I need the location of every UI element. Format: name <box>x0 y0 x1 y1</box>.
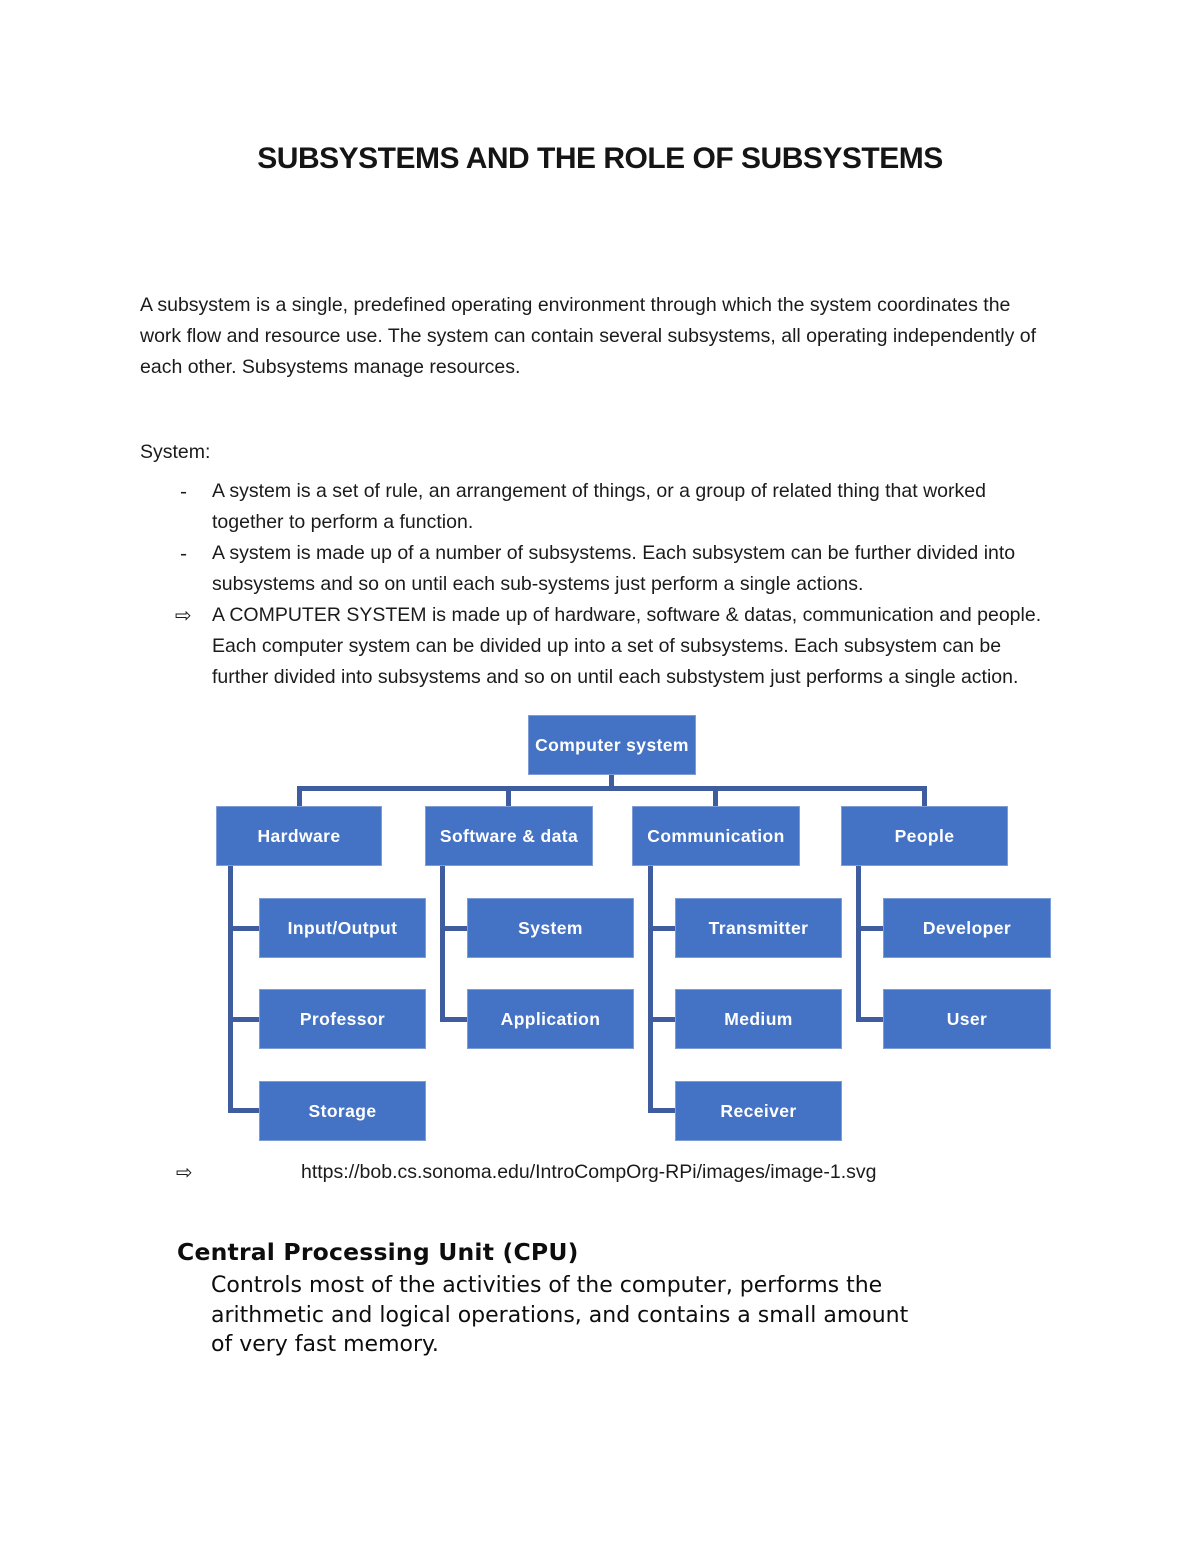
dash-bullet-icon: - <box>180 542 188 565</box>
bullet-text: A system is made up of a number of subsy… <box>212 542 1016 595</box>
connector-line <box>228 865 233 1113</box>
cpu-section-heading: Central Processing Unit (CPU) <box>177 1238 579 1266</box>
cpu-section-body: Controls most of the activities of the c… <box>211 1273 909 1357</box>
node-hardware: Hardware <box>216 806 382 866</box>
connector-line <box>228 1108 262 1113</box>
node-medium: Medium <box>675 989 842 1049</box>
connector-line <box>297 786 927 791</box>
connector-line <box>440 926 470 931</box>
intro-paragraph: A subsystem is a single, predefined oper… <box>140 294 1037 378</box>
connector-line <box>713 789 718 806</box>
node-developer: Developer <box>883 898 1051 958</box>
system-bullet-list: - A system is a set of rule, an arrangem… <box>140 476 1100 693</box>
node-computer-system: Computer system <box>528 715 696 775</box>
bullet-text: A system is a set of rule, an arrangemen… <box>212 480 986 533</box>
node-communication: Communication <box>632 806 800 866</box>
bullet-item: - A system is made up of a number of sub… <box>140 538 1100 600</box>
connector-line <box>856 865 861 1022</box>
node-input-output: Input/Output <box>259 898 426 958</box>
node-system: System <box>467 898 634 958</box>
connector-line <box>440 865 445 1022</box>
node-people: People <box>841 806 1008 866</box>
node-professor: Professor <box>259 989 426 1049</box>
connector-line <box>228 926 262 931</box>
connector-line <box>648 1108 678 1113</box>
dash-bullet-icon: - <box>180 480 188 503</box>
bullet-text: A COMPUTER SYSTEM is made up of hardware… <box>212 604 1042 688</box>
node-software-data: Software & data <box>425 806 593 866</box>
arrow-bullet-icon: ⇨ <box>175 603 192 627</box>
node-application: Application <box>467 989 634 1049</box>
node-user: User <box>883 989 1051 1049</box>
node-storage: Storage <box>259 1081 426 1141</box>
connector-line <box>228 1017 262 1022</box>
connector-line <box>440 1017 470 1022</box>
connector-line <box>648 926 678 931</box>
document-title: SUBSYSTEMS AND THE ROLE OF SUBSYSTEMS <box>257 142 943 175</box>
bullet-item: - A system is a set of rule, an arrangem… <box>140 476 1100 538</box>
connector-line <box>648 1017 678 1022</box>
connector-line <box>297 789 302 806</box>
image-source-url: https://bob.cs.sonoma.edu/IntroCompOrg-R… <box>301 1161 877 1183</box>
system-heading: System: <box>140 441 211 463</box>
connector-line <box>609 773 614 788</box>
arrow-bullet-icon: ⇨ <box>176 1160 193 1184</box>
connector-line <box>506 789 511 806</box>
node-receiver: Receiver <box>675 1081 842 1141</box>
connector-line <box>856 926 886 931</box>
connector-line <box>856 1017 886 1022</box>
connector-line <box>648 865 653 1113</box>
node-transmitter: Transmitter <box>675 898 842 958</box>
bullet-item: ⇨ A COMPUTER SYSTEM is made up of hardwa… <box>140 600 1100 693</box>
connector-line <box>922 789 927 806</box>
